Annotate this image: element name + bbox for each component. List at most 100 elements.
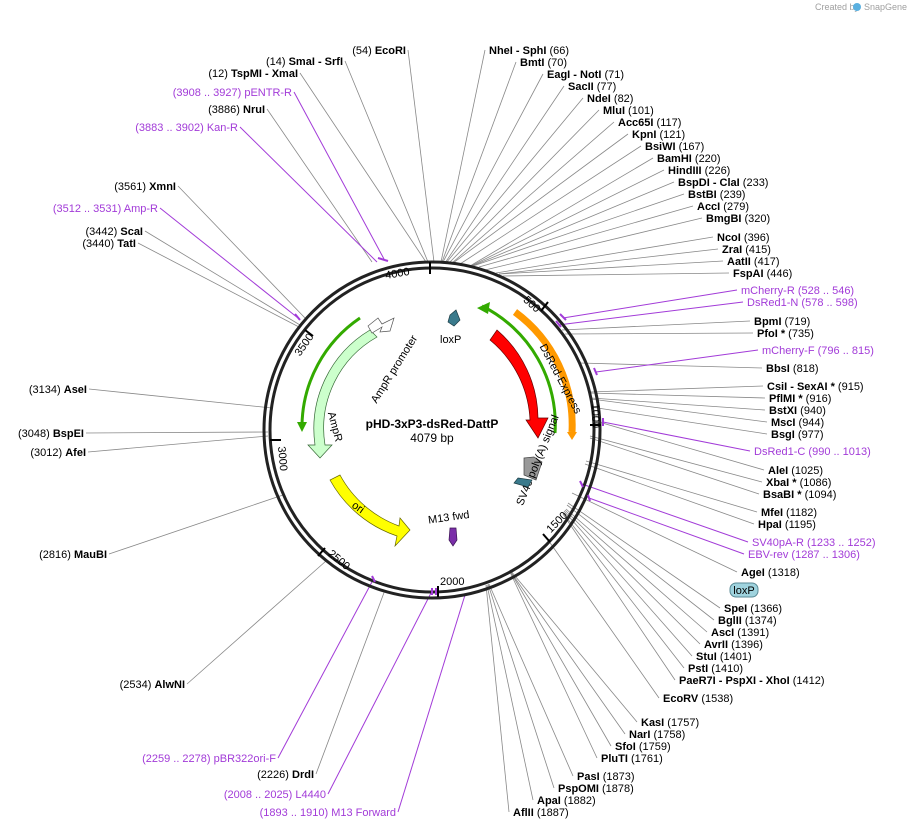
plasmid-length: 4079 bp [410, 431, 454, 445]
site-label[interactable]: (3440) TatI [82, 238, 136, 250]
site-label[interactable]: MscI (944) [771, 417, 824, 429]
site-label[interactable]: SacII (77) [568, 81, 616, 93]
site-label[interactable]: KpnI (121) [632, 129, 685, 141]
site-label[interactable]: BsiWI (167) [645, 141, 704, 153]
ampr-feature[interactable] [307, 329, 378, 459]
site-label[interactable]: MluI (101) [603, 105, 654, 117]
loxp-label-top: loxP [440, 334, 461, 346]
site-label[interactable]: BstXI (940) [769, 405, 826, 417]
site-label[interactable]: BpmI (719) [754, 316, 810, 328]
site-label[interactable]: (2534) AlwNI [120, 679, 185, 691]
ori-feature[interactable] [329, 474, 411, 548]
dsred-express-feature[interactable] [489, 329, 549, 439]
site-label[interactable]: FspAI (446) [733, 268, 792, 280]
site-label[interactable]: AflII (1887) [513, 807, 569, 819]
tick-1000: 1000 [589, 403, 602, 428]
site-label[interactable]: AgeI (1318) [741, 567, 800, 579]
primer-label[interactable]: (1893 .. 1910) M13 Forward [260, 807, 396, 819]
ampr-promoter-label: AmpR promoter [369, 333, 420, 405]
site-label[interactable]: AvrII (1396) [704, 639, 763, 651]
site-label[interactable]: (3012) AfeI [30, 447, 86, 459]
site-label[interactable]: (14) SmaI - SrfI [266, 56, 343, 68]
m13-fwd-feature[interactable] [448, 527, 458, 547]
site-label[interactable]: PfoI * (735) [757, 328, 814, 340]
site-label[interactable]: PstI (1410) [688, 663, 743, 675]
primer-label[interactable]: (2259 .. 2278) pBR322ori-F [142, 753, 276, 765]
tick-label-4000: 4000 [384, 266, 410, 282]
site-label[interactable]: PspOMI (1878) [558, 783, 634, 795]
loxp-feature-right[interactable] [513, 477, 533, 488]
site-label[interactable]: SfoI (1759) [615, 741, 671, 753]
sv40-polya-feature[interactable] [523, 456, 543, 481]
site-label[interactable]: AccI (279) [697, 201, 749, 213]
site-label[interactable]: BbsI (818) [766, 363, 819, 375]
site-label[interactable]: PaeR7I - PspXI - XhoI (1412) [679, 675, 825, 687]
loxp-feature-top[interactable] [447, 309, 461, 327]
site-label[interactable]: EcoRV (1538) [663, 693, 733, 705]
site-label[interactable]: PluTI (1761) [601, 753, 663, 765]
site-label[interactable]: (3886) NruI [208, 104, 265, 116]
site-label[interactable]: BsgI (977) [771, 429, 824, 441]
site-label[interactable]: (3442) ScaI [86, 226, 144, 238]
site-label[interactable]: MfeI (1182) [761, 507, 817, 519]
site-label[interactable]: (3134) AseI [29, 384, 87, 396]
site-label[interactable]: ZraI (415) [722, 244, 771, 256]
site-label[interactable]: (2816) MauBI [39, 549, 107, 561]
loxp-badge[interactable]: loxP [729, 582, 759, 598]
site-label[interactable]: HpaI (1195) [758, 519, 816, 531]
site-label[interactable]: NcoI (396) [717, 232, 770, 244]
site-label[interactable]: (2226) DrdI [257, 769, 314, 781]
tick-4000: 4000 [384, 262, 431, 282]
site-label[interactable]: BmgBI (320) [706, 213, 770, 225]
plasmid-name: pHD-3xP3-dsRed-DattP [366, 417, 499, 431]
ampr-cds-arc [300, 316, 361, 426]
tick-3000: 3000 [270, 439, 289, 471]
site-label[interactable]: BsaBI * (1094) [763, 489, 836, 501]
site-label[interactable]: HindIII (226) [668, 165, 730, 177]
primer-label[interactable]: (2008 .. 2025) L4440 [224, 789, 326, 801]
site-label[interactable]: PasI (1873) [577, 771, 635, 783]
primer-label[interactable]: DsRed1-C (990 .. 1013) [754, 446, 871, 458]
dsred-cds-arc [481, 304, 557, 434]
site-label[interactable]: AleI (1025) [768, 465, 823, 477]
site-label[interactable]: XbaI * (1086) [766, 477, 831, 489]
site-label[interactable]: SpeI (1366) [724, 603, 782, 615]
site-label[interactable]: (3048) BspEI [18, 428, 84, 440]
primer-label[interactable]: DsRed1-N (578 .. 598) [747, 297, 858, 309]
site-label[interactable]: PflMI * (916) [769, 393, 831, 405]
site-label[interactable]: BstBI (239) [688, 189, 745, 201]
tick-label-3000: 3000 [275, 446, 289, 471]
primer-label[interactable]: mCherry-R (528 .. 546) [741, 285, 854, 297]
site-label[interactable]: BamHI (220) [657, 153, 721, 165]
site-label[interactable]: StuI (1401) [696, 651, 752, 663]
site-label[interactable]: Acc65I (117) [618, 117, 681, 129]
site-label[interactable]: BglII (1374) [718, 615, 777, 627]
site-label[interactable]: NheI - SphI (66) [489, 45, 569, 57]
primer-label[interactable]: SV40pA-R (1233 .. 1252) [752, 537, 876, 549]
primer-label[interactable]: (3883 .. 3902) Kan-R [135, 122, 238, 134]
tick-2000: 2000 [437, 576, 464, 597]
primer-label[interactable]: (3512 .. 3531) Amp-R [53, 203, 158, 215]
site-label[interactable]: KasI (1757) [641, 717, 699, 729]
primer-label[interactable]: mCherry-F (796 .. 815) [762, 345, 874, 357]
site-label[interactable]: (12) TspMI - XmaI [208, 68, 298, 80]
site-label[interactable]: ApaI (1882) [537, 795, 596, 807]
primer-label[interactable]: (3908 .. 3927) pENTR-R [173, 87, 292, 99]
tick-label-1000: 1000 [589, 403, 602, 428]
site-label[interactable]: BmtI (70) [520, 57, 567, 69]
site-label[interactable]: CsiI - SexAI * (915) [767, 381, 864, 393]
ampr-promoter-feature[interactable] [367, 317, 395, 334]
mcherry-arc [512, 309, 576, 433]
site-label[interactable]: NdeI (82) [587, 93, 633, 105]
brand-product: SnapGene [864, 2, 907, 12]
site-label[interactable]: AatII (417) [727, 256, 780, 268]
primer-label[interactable]: EBV-rev (1287 .. 1306) [748, 549, 860, 561]
site-label[interactable]: BspDI - ClaI (233) [678, 177, 768, 189]
site-label[interactable]: (3561) XmnI [114, 181, 176, 193]
snapgene-brand: Created by SnapGene [815, 2, 907, 12]
site-label[interactable]: NarI (1758) [629, 729, 685, 741]
site-label[interactable]: EagI - NotI (71) [547, 69, 624, 81]
site-label[interactable]: AscI (1391) [711, 627, 769, 639]
site-label[interactable]: (54) EcoRI [352, 45, 406, 57]
